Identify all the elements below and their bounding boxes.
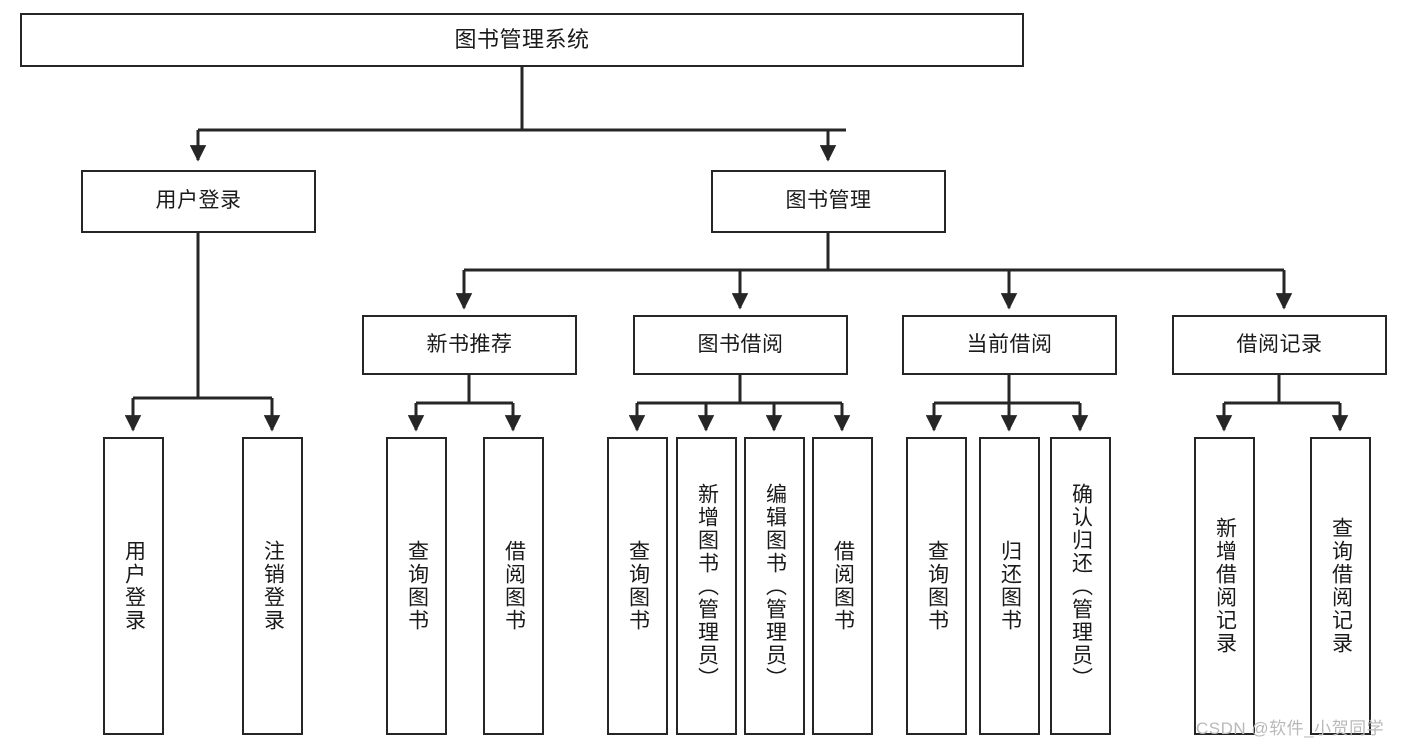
leaf-confirm-return-label: 确认归还（管理员） — [1069, 482, 1093, 690]
node-book-borrow[interactable]: 图书借阅 — [633, 315, 848, 375]
node-borrow-record[interactable]: 借阅记录 — [1172, 315, 1387, 375]
leaf-borrow-book-2[interactable]: 借阅图书 — [812, 437, 873, 735]
leaf-borrow-book-1-label: 借阅图书 — [502, 540, 526, 632]
leaf-logout[interactable]: 注销登录 — [242, 437, 303, 735]
leaf-borrow-book-2-label: 借阅图书 — [831, 540, 855, 632]
leaf-edit-book[interactable]: 编辑图书（管理员） — [744, 437, 805, 735]
leaf-query-book-2-label: 查询图书 — [626, 540, 650, 632]
leaf-add-book-label: 新增图书（管理员） — [695, 482, 719, 690]
leaf-confirm-return[interactable]: 确认归还（管理员） — [1050, 437, 1111, 735]
node-current-borrow[interactable]: 当前借阅 — [902, 315, 1117, 375]
leaf-query-record[interactable]: 查询借阅记录 — [1310, 437, 1371, 735]
leaf-query-book-3[interactable]: 查询图书 — [906, 437, 967, 735]
node-root-label: 图书管理系统 — [454, 27, 590, 53]
leaf-user-login-label: 用户登录 — [122, 540, 146, 632]
leaf-query-book-2[interactable]: 查询图书 — [607, 437, 668, 735]
node-borrow-record-label: 借阅记录 — [1236, 332, 1323, 356]
leaf-return-book[interactable]: 归还图书 — [979, 437, 1040, 735]
node-user-login[interactable]: 用户登录 — [81, 170, 316, 233]
leaf-query-book-3-label: 查询图书 — [925, 540, 949, 632]
leaf-add-book[interactable]: 新增图书（管理员） — [676, 437, 737, 735]
leaf-return-book-label: 归还图书 — [998, 540, 1022, 632]
leaf-query-book-1[interactable]: 查询图书 — [386, 437, 447, 735]
leaf-logout-label: 注销登录 — [261, 540, 285, 632]
node-user-login-label: 用户登录 — [155, 189, 242, 213]
leaf-add-record[interactable]: 新增借阅记录 — [1194, 437, 1255, 735]
node-new-book-recommend[interactable]: 新书推荐 — [362, 315, 577, 375]
leaf-user-login[interactable]: 用户登录 — [103, 437, 164, 735]
node-root[interactable]: 图书管理系统 — [20, 13, 1024, 67]
node-book-borrow-label: 图书借阅 — [697, 332, 784, 356]
leaf-add-record-label: 新增借阅记录 — [1213, 517, 1237, 655]
csdn-watermark: CSDN @软件_小贺同学 — [1196, 719, 1385, 738]
leaf-edit-book-label: 编辑图书（管理员） — [763, 482, 787, 690]
node-new-book-recommend-label: 新书推荐 — [426, 332, 513, 356]
leaf-query-record-label: 查询借阅记录 — [1329, 517, 1353, 655]
node-book-manage[interactable]: 图书管理 — [711, 170, 946, 233]
leaf-query-book-1-label: 查询图书 — [405, 540, 429, 632]
node-current-borrow-label: 当前借阅 — [966, 332, 1053, 356]
node-book-manage-label: 图书管理 — [785, 189, 872, 213]
leaf-borrow-book-1[interactable]: 借阅图书 — [483, 437, 544, 735]
